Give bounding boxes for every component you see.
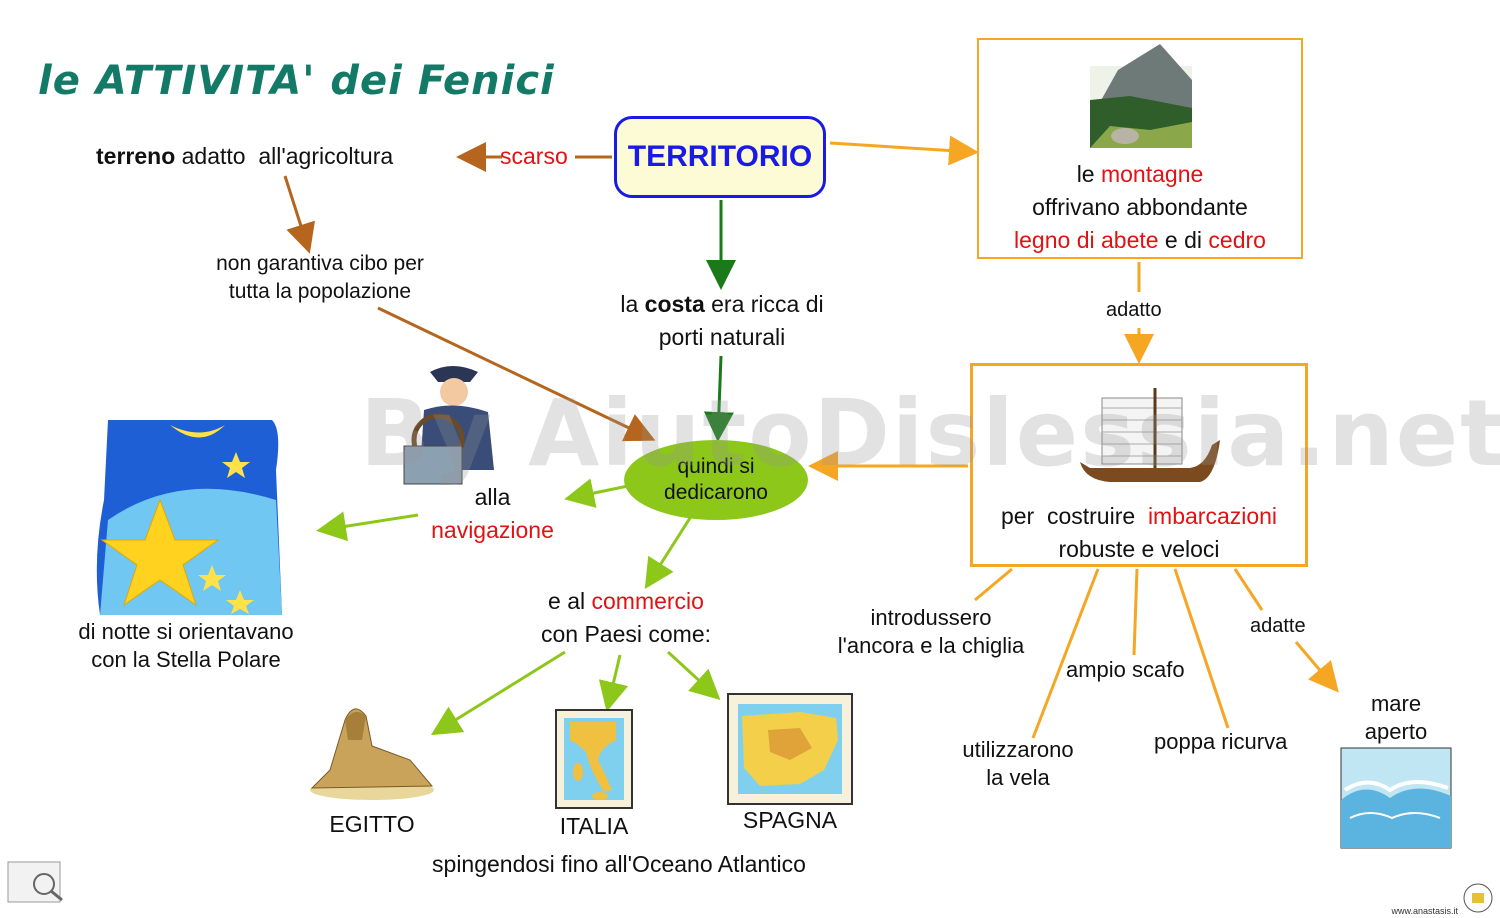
montagne-box (977, 38, 1303, 259)
barca-l2: robuste e veloci (1058, 536, 1220, 562)
ship-picture (1080, 388, 1220, 482)
book-logo (7, 861, 63, 903)
montagne-l3a: legno di abete (1014, 227, 1159, 253)
imbarcazioni-text: per costruire imbarcazioni robuste e vel… (970, 500, 1308, 566)
spain-map-picture (727, 693, 853, 805)
dedicarono-node: quindi si dedicarono (624, 440, 808, 520)
country-italia: ITALIA (559, 813, 629, 839)
footer-url: www.anastasis.it (1391, 906, 1458, 916)
montagne-l2: offrivano abbondante (1032, 194, 1248, 220)
terreno-rest: adatto all'agricoltura (175, 143, 394, 169)
barca-l1a: per costruire (1000, 503, 1148, 529)
costa-text: la costa era ricca di porti naturali (590, 288, 854, 354)
anastasis-logo (1463, 883, 1493, 913)
arrow-to-italia (598, 654, 629, 712)
line-vela (1031, 568, 1100, 739)
line-poppa (1173, 568, 1230, 729)
vela-line2: la vela (986, 765, 1050, 790)
terreno-text: terreno adatto all'agricoltura (96, 140, 393, 173)
vela-text: utilizzarono la vela (950, 736, 1086, 792)
mare-text: mare aperto (1350, 690, 1442, 746)
ancora-text: introdussero l'ancora e la chiglia (820, 604, 1042, 660)
costa-post: era ricca di (704, 291, 824, 317)
page-title: le ATTIVITA' dei Fenici (38, 58, 555, 104)
adatte-label: adatte (1250, 615, 1306, 637)
arrow-mare (1294, 641, 1339, 693)
navigazione-text: alla navigazione (420, 481, 565, 547)
ancora-line1: introdussero (870, 605, 992, 630)
line-scafo (1132, 568, 1139, 656)
dedicarono-line2: dedicarono (664, 481, 768, 504)
commercio-text: e al commercio con Paesi come: (516, 585, 736, 651)
italy-map-picture (555, 709, 633, 809)
sphinx-picture (310, 708, 434, 800)
costa-pre: la (620, 291, 645, 317)
oceano-text: spingendosi fino all'Oceano Atlantico (432, 851, 806, 877)
sea-picture (1340, 747, 1452, 849)
non-garantiva-line2: tutta la popolazione (228, 280, 412, 303)
country-spagna: SPAGNA (742, 807, 838, 833)
imbarcazioni-box (970, 363, 1308, 567)
commercio-l1b: commercio (591, 588, 704, 614)
mare-line1: mare (1370, 691, 1422, 716)
arrow-to-egitto (430, 650, 566, 736)
non-garantiva-line1: non garantiva cibo per (216, 252, 424, 275)
arrow-terreno-down (283, 175, 315, 254)
barca-l1b: imbarcazioni (1147, 503, 1278, 529)
navigator-picture (403, 366, 494, 485)
territorio-node: TERRITORIO (614, 116, 826, 198)
mare-line2: aperto (1364, 719, 1428, 744)
montagne-l1b: montagne (1100, 161, 1204, 187)
navigazione-l2: navigazione (431, 517, 554, 543)
adatto-label: adatto (1106, 299, 1162, 321)
commercio-l2: con Paesi come: (540, 621, 712, 647)
terreno-bold: terreno (96, 143, 176, 169)
stella-line2: con la Stella Polare (91, 647, 281, 672)
montagne-l3c: cedro (1208, 227, 1266, 253)
arrow-to-stella (316, 511, 419, 542)
navigazione-l1: alla (474, 484, 511, 510)
territorio-label: TERRITORIO (627, 140, 813, 173)
costa-line2: porti naturali (658, 324, 786, 350)
line-adatte (1233, 568, 1264, 611)
night-sky-picture (96, 420, 282, 615)
arrow-costa-to-ellipse (703, 355, 734, 442)
arrow-to-navigazione (564, 478, 629, 508)
arrow-to-commercio (644, 517, 692, 590)
arrow-to-spagna (666, 650, 721, 701)
country-egitto: EGITTO (329, 811, 415, 837)
stella-text: di notte si orientavano con la Stella Po… (58, 618, 314, 674)
watermark: By AiutoDislessia.net (360, 380, 1500, 487)
mountain-picture (1090, 44, 1192, 148)
poppa-text: poppa ricurva (1154, 729, 1288, 754)
dedicarono-line1: quindi si (677, 455, 755, 478)
vela-line1: utilizzarono (962, 737, 1074, 762)
arrow-to-montagne (829, 135, 979, 166)
scarso-label: scarso (500, 143, 568, 169)
scafo-text: ampio scafo (1066, 657, 1185, 682)
montagne-l3b: e di (1158, 227, 1209, 253)
line-ancora (974, 567, 1013, 602)
arrow-to-dedicarono (377, 306, 656, 442)
montagne-text: le montagne offrivano abbondante legno d… (977, 158, 1303, 257)
commercio-l1a: e al (548, 588, 592, 614)
stella-line1: di notte si orientavano (78, 619, 294, 644)
costa-bold: costa (644, 291, 705, 317)
montagne-l1a: le (1076, 161, 1101, 187)
non-garantiva-text: non garantiva cibo per tutta la popolazi… (190, 250, 450, 306)
ancora-line2: l'ancora e la chiglia (837, 633, 1025, 658)
